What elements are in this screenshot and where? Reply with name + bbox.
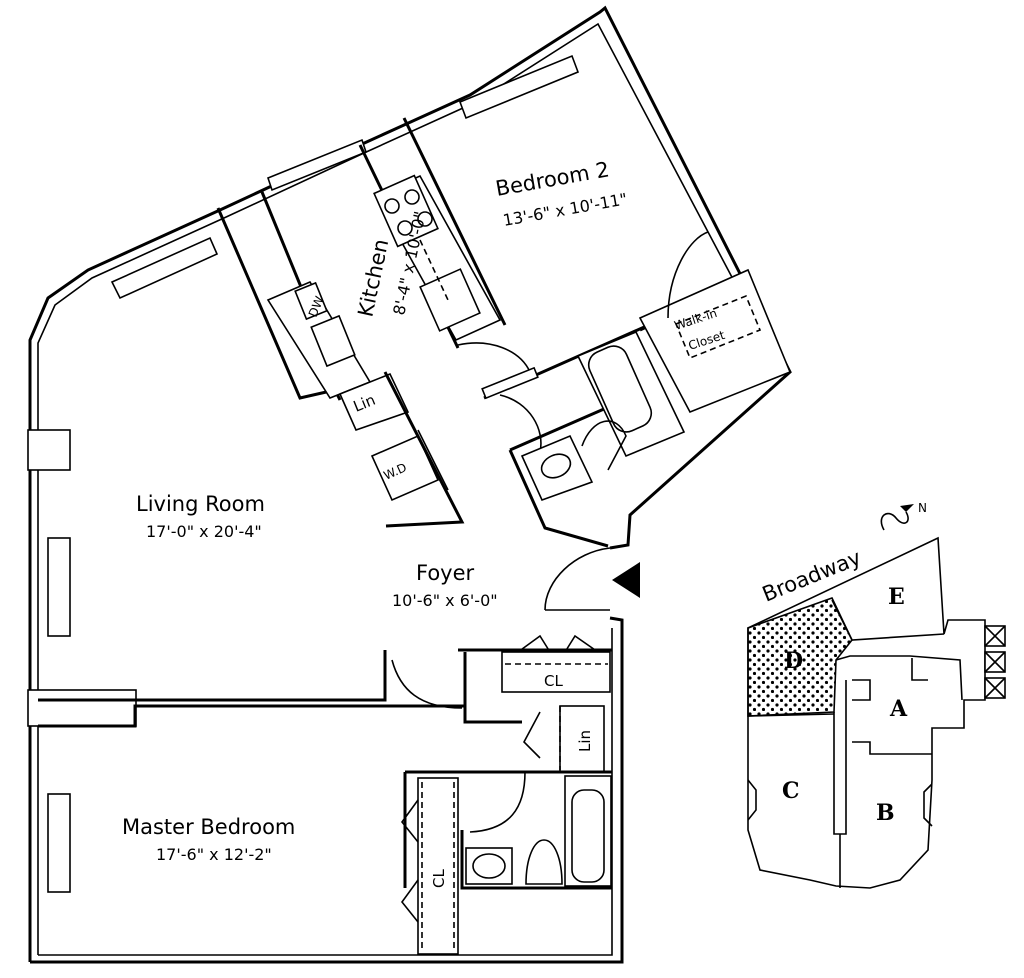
key-unit-c: C — [782, 778, 800, 804]
key-unit-b: B — [876, 800, 895, 826]
foyer-closet-label: CL — [544, 672, 563, 690]
foyer-dims: 10'-6" x 6'-0" — [392, 591, 498, 610]
apartment-walls — [28, 5, 792, 964]
kitchen-name: Kitchen — [353, 237, 393, 319]
north-arrow-icon: N — [880, 501, 927, 531]
key-unit-d: D — [784, 648, 803, 674]
living-room-dims: 17'-0" x 20'-4" — [146, 522, 262, 541]
key-plan: Broadway N E D A C B — [747, 501, 1006, 889]
key-unit-a: A — [889, 696, 908, 722]
entry-arrow-icon — [612, 562, 640, 598]
hall-linen-label: Lin — [576, 730, 594, 752]
master-bedroom-name: Master Bedroom — [122, 815, 295, 839]
windows — [27, 54, 580, 893]
foyer-name: Foyer — [416, 561, 475, 585]
living-room-name: Living Room — [136, 492, 265, 516]
kitchen — [216, 117, 507, 528]
entry — [544, 547, 640, 611]
master-bedroom-dims: 17'-6" x 12'-2" — [156, 845, 272, 864]
master-closet-label: CL — [430, 869, 448, 888]
key-unit-e: E — [888, 584, 905, 610]
svg-text:N: N — [918, 501, 927, 515]
bedroom2-bath — [457, 231, 792, 548]
living-foyer-walls — [38, 634, 612, 955]
